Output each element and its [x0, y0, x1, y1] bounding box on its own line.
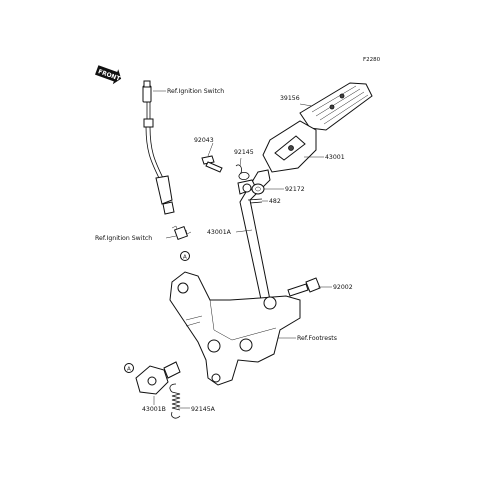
callout-a-lower: A: [124, 363, 134, 373]
callout-a-upper: A: [180, 251, 190, 261]
brake-switch-assembly: [142, 80, 192, 241]
return-spring-92145A: [169, 383, 181, 419]
label-92172: 92172: [285, 186, 305, 193]
switch-spring-rod: [173, 225, 189, 241]
label-ref-ignition-switch-top: Ref.Ignition Switch: [167, 88, 224, 95]
washer-92172: [251, 183, 265, 195]
switch-wire: [146, 102, 151, 120]
label-43001: 43001: [325, 154, 345, 161]
leader-lines: [153, 90, 332, 409]
switch-connector: [142, 85, 152, 103]
pivot-pin: [201, 155, 223, 173]
switch-connector-cap: [143, 80, 151, 88]
switch-boot: [143, 118, 154, 128]
pedal-pad: [299, 82, 373, 131]
label-482: 482: [269, 198, 281, 205]
brake-switch-body: [155, 175, 173, 205]
return-spring-upper: [235, 164, 250, 181]
brake-switch-nut: [162, 201, 175, 215]
label-ref-footrests: Ref.Footrests: [297, 335, 337, 342]
callout-a-lower-label: A: [127, 367, 131, 373]
label-39156: 39156: [280, 95, 300, 102]
label-92145: 92145: [234, 149, 254, 156]
label-92002: 92002: [333, 284, 353, 291]
label-92145a: 92145A: [191, 406, 216, 413]
label-43001a: 43001A: [207, 229, 232, 236]
label-92043: 92043: [194, 137, 214, 144]
front-direction-badge: FRONT: [95, 65, 122, 85]
pedal-arm: [237, 169, 271, 305]
label-ref-ignition-switch-left: Ref.Ignition Switch: [95, 235, 152, 242]
bolt-92002: [287, 277, 321, 297]
pedal-mount: [262, 120, 317, 173]
footrest-bracket: [169, 271, 301, 386]
switch-wire-lower: [145, 125, 165, 181]
label-43001b: 43001B: [142, 406, 166, 413]
cotter-pin-482: [247, 198, 263, 204]
lever-43001B: [135, 361, 181, 395]
diagram-code: F2280: [363, 57, 381, 63]
callout-a-upper-label: A: [183, 255, 187, 261]
